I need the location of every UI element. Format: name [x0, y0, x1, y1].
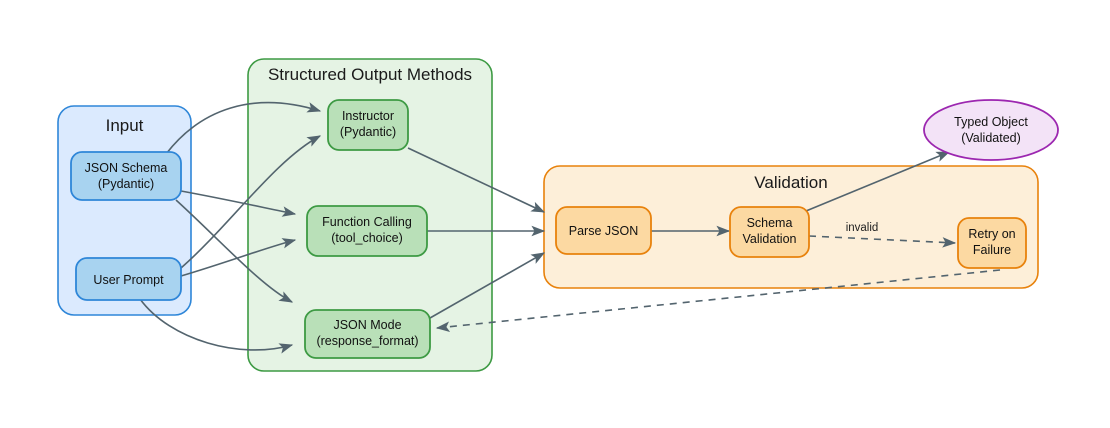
node-instructor-label-line2: (Pydantic)	[340, 125, 396, 139]
node-function-calling-label-line2: (tool_choice)	[331, 231, 403, 245]
edge-json-schema-to-instructor	[165, 101, 322, 155]
node-json-schema-label-line2: (Pydantic)	[98, 177, 154, 191]
node-user-prompt-shape[interactable]	[75, 257, 182, 301]
node-retry-on-failure-label-line2: Failure	[973, 243, 1011, 257]
cluster-validation-label: Validation	[754, 173, 827, 192]
node-json-mode-shape[interactable]	[304, 309, 431, 359]
node-user-prompt[interactable]: User Prompt	[75, 257, 182, 301]
edge-retry-on-failure-to-json-mode	[435, 269, 1001, 332]
edge-json-mode-to-parse-json	[429, 252, 546, 319]
node-retry-on-failure-shape[interactable]	[957, 217, 1027, 269]
node-typed-object-label-line2: (Validated)	[961, 131, 1021, 145]
node-instructor-label-line1: Instructor	[342, 109, 394, 123]
node-schema-validation-label-line1: Schema	[747, 216, 793, 230]
node-json-mode[interactable]: JSON Mode (response_format)	[304, 309, 431, 359]
node-function-calling-label-line1: Function Calling	[322, 215, 412, 229]
node-json-schema-label-line1: JSON Schema	[85, 161, 168, 175]
node-instructor-shape[interactable]	[327, 99, 409, 151]
edge-json-schema-to-function-calling	[180, 190, 297, 217]
node-retry-on-failure-label-line1: Retry on	[968, 227, 1015, 241]
cluster-methods-label: Structured Output Methods	[268, 65, 472, 84]
node-instructor[interactable]: Instructor (Pydantic)	[327, 99, 409, 151]
node-typed-object-shape[interactable]	[923, 99, 1059, 161]
node-parse-json-label-line1: Parse JSON	[569, 224, 638, 238]
node-json-schema-shape[interactable]	[70, 151, 182, 201]
node-function-calling[interactable]: Function Calling (tool_choice)	[306, 205, 428, 257]
node-typed-object-label-line1: Typed Object	[954, 115, 1028, 129]
node-schema-validation[interactable]: Schema Validation	[729, 206, 810, 258]
node-retry-on-failure[interactable]: Retry on Failure	[957, 217, 1027, 269]
node-schema-validation-shape[interactable]	[729, 206, 810, 258]
edge-user-prompt-to-function-calling	[180, 238, 297, 277]
node-function-calling-shape[interactable]	[306, 205, 428, 257]
edge-json-schema-to-json-mode	[175, 199, 294, 303]
edge-user-prompt-to-instructor	[180, 135, 322, 269]
node-json-mode-label-line2: (response_format)	[316, 334, 418, 348]
edges-layer: invalid	[139, 101, 1001, 354]
node-user-prompt-label-line1: User Prompt	[93, 273, 164, 287]
edge-user-prompt-to-json-mode	[139, 298, 294, 354]
edge-label-invalid: invalid	[846, 222, 879, 234]
node-parse-json[interactable]: Parse JSON	[555, 206, 652, 255]
node-typed-object[interactable]: Typed Object (Validated)	[923, 99, 1059, 161]
edge-instructor-to-parse-json	[407, 147, 546, 213]
cluster-input-label: Input	[106, 116, 144, 135]
node-parse-json-shape[interactable]	[555, 206, 652, 255]
node-json-schema[interactable]: JSON Schema (Pydantic)	[70, 151, 182, 201]
edge-schema-validation-to-typed-object	[805, 151, 951, 212]
node-json-mode-label-line1: JSON Mode	[333, 318, 401, 332]
node-schema-validation-label-line2: Validation	[743, 232, 797, 246]
edge-schema-validation-to-retry-on-failure	[808, 235, 957, 248]
